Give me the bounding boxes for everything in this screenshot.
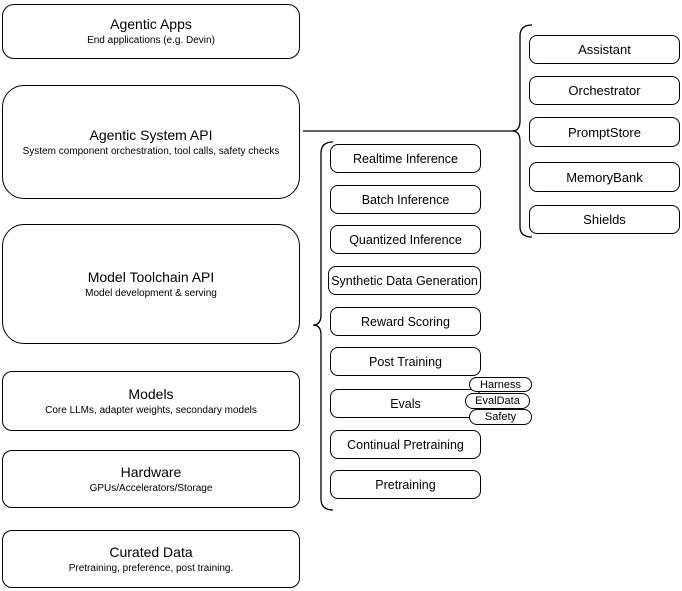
node-post-training: Post Training [330, 347, 481, 376]
node-shields: Shields [529, 205, 680, 234]
node-assistant: Assistant [529, 35, 680, 64]
tag-evaldata: EvalData [465, 393, 530, 409]
node-synthetic-data-generation: Synthetic Data Generation [328, 266, 481, 295]
node-subtitle: System component orchestration, tool cal… [22, 145, 280, 157]
node-subtitle: GPUs/Accelerators/Storage [89, 482, 213, 494]
toolchain-brace [312, 141, 334, 511]
node-agentic-apps: Agentic Apps End applications (e.g. Devi… [2, 4, 300, 59]
node-subtitle: Pretraining, preference, post training. [68, 562, 234, 574]
node-pretraining: Pretraining [330, 470, 481, 499]
node-batch-inference: Batch Inference [330, 185, 481, 214]
node-title: Models [128, 385, 174, 402]
node-title: Agentic System API [89, 126, 213, 143]
node-agentic-system-api: Agentic System API System component orch… [2, 85, 300, 199]
node-model-toolchain-api: Model Toolchain API Model development & … [2, 224, 300, 344]
node-title: Agentic Apps [110, 16, 192, 33]
node-quantized-inference: Quantized Inference [330, 225, 481, 254]
node-subtitle: Model development & serving [85, 287, 217, 299]
node-reward-scoring: Reward Scoring [330, 307, 481, 336]
node-memorybank: MemoryBank [529, 162, 680, 192]
node-orchestrator: Orchestrator [529, 76, 680, 105]
node-title: Model Toolchain API [87, 268, 215, 285]
node-promptstore: PromptStore [529, 117, 680, 147]
node-subtitle: End applications (e.g. Devin) [87, 35, 215, 47]
node-realtime-inference: Realtime Inference [330, 144, 481, 173]
node-evals: Evals [330, 389, 481, 418]
tag-safety: Safety [469, 409, 532, 425]
node-title: Hardware [120, 463, 182, 480]
node-subtitle: Core LLMs, adapter weights, secondary mo… [45, 404, 257, 416]
system-brace [511, 24, 533, 238]
node-curated-data: Curated Data Pretraining, preference, po… [2, 530, 300, 588]
node-hardware: Hardware GPUs/Accelerators/Storage [2, 450, 300, 508]
node-continual-pretraining: Continual Pretraining [330, 430, 481, 459]
tag-harness: Harness [469, 377, 532, 392]
node-models: Models Core LLMs, adapter weights, secon… [2, 371, 300, 431]
node-title: Curated Data [109, 543, 193, 560]
